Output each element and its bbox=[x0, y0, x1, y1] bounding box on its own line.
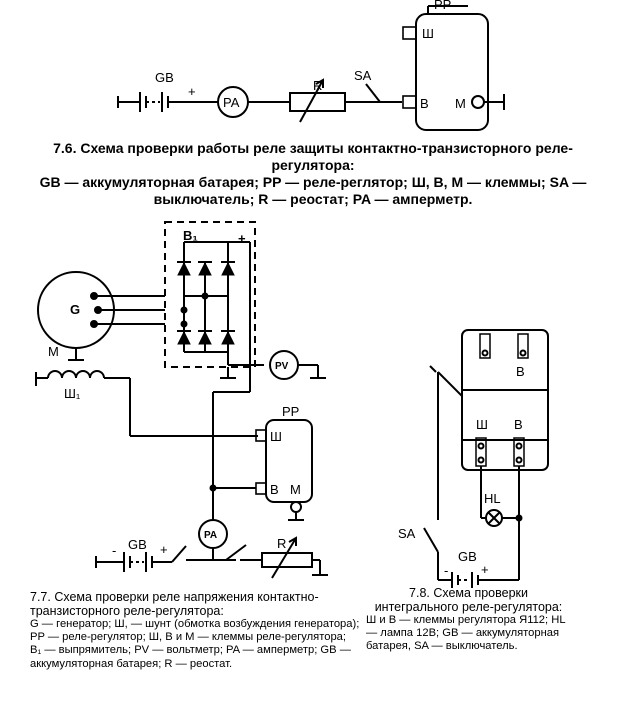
fig77-label-pa: PA bbox=[204, 530, 217, 541]
fig76-diagram bbox=[117, 5, 505, 131]
fig78-label-sh: Ш bbox=[476, 417, 488, 432]
fig76-label-r: R bbox=[313, 78, 322, 93]
fig76-label-plus: + bbox=[188, 84, 196, 99]
fig77-label-plus2: + bbox=[160, 542, 168, 557]
fig76-label-gb: GB bbox=[155, 70, 174, 85]
fig77-label-sh: Ш bbox=[270, 429, 282, 444]
fig77-label-g: G bbox=[70, 302, 80, 317]
fig78-label-plus: + bbox=[481, 562, 489, 577]
fig78-label-minus: - bbox=[444, 563, 448, 578]
fig76-caption-body: GB — аккумуляторная батарея; PP — реле-р… bbox=[39, 174, 587, 207]
fig78-label-sa: SA bbox=[398, 526, 416, 541]
fig76-label-pa: PA bbox=[223, 95, 240, 110]
fig77-diagram bbox=[35, 221, 328, 579]
fig78-label-hl: HL bbox=[484, 491, 501, 506]
fig77-label-mm: М bbox=[290, 482, 301, 497]
fig77-label-plus: + bbox=[238, 231, 246, 246]
fig78-caption-body: Ш и В — клеммы регулятора Я112; HL — лам… bbox=[366, 614, 566, 653]
fig76-label-m: М bbox=[455, 96, 466, 111]
fig77-label-pp: PP bbox=[282, 404, 299, 419]
fig77-label-w1: Ш₁ bbox=[64, 386, 81, 401]
fig76-caption-title: 7.6. Схема проверки работы реле защиты к… bbox=[53, 140, 573, 173]
fig78-caption: 7.8. Схема проверки интегрального реле-р… bbox=[366, 586, 571, 654]
fig76-label-sa: SA bbox=[354, 68, 372, 83]
fig77-label-r: R bbox=[277, 536, 286, 551]
fig77-label-pv: PV bbox=[275, 361, 289, 372]
fig77-label-b: В bbox=[270, 482, 279, 497]
fig78-label-b-top: В bbox=[516, 364, 525, 379]
fig77-label-minus: - bbox=[112, 543, 116, 558]
fig78-label-b: В bbox=[514, 417, 523, 432]
fig78-caption-title: 7.8. Схема проверки интегрального реле-р… bbox=[374, 586, 563, 614]
fig76-label-b: В bbox=[420, 96, 429, 111]
fig77-caption-title: 7.7. Схема проверки реле напряжения конт… bbox=[30, 590, 319, 618]
fig76-label-sh: Ш bbox=[422, 26, 434, 41]
fig77-caption: 7.7. Схема проверки реле напряжения конт… bbox=[30, 590, 360, 671]
fig76-caption: 7.6. Схема проверки работы реле защиты к… bbox=[18, 140, 608, 208]
fig76-label-pp: PP bbox=[434, 0, 451, 12]
fig78-diagram bbox=[423, 329, 549, 588]
fig77-label-gb: GB bbox=[128, 537, 147, 552]
fig77-label-b1: В₁ bbox=[183, 228, 198, 243]
fig78-label-gb: GB bbox=[458, 549, 477, 564]
fig77-label-m: М bbox=[48, 344, 59, 359]
fig77-caption-body: G — генератор; Ш, — шунт (обмотка возбуж… bbox=[30, 618, 360, 670]
